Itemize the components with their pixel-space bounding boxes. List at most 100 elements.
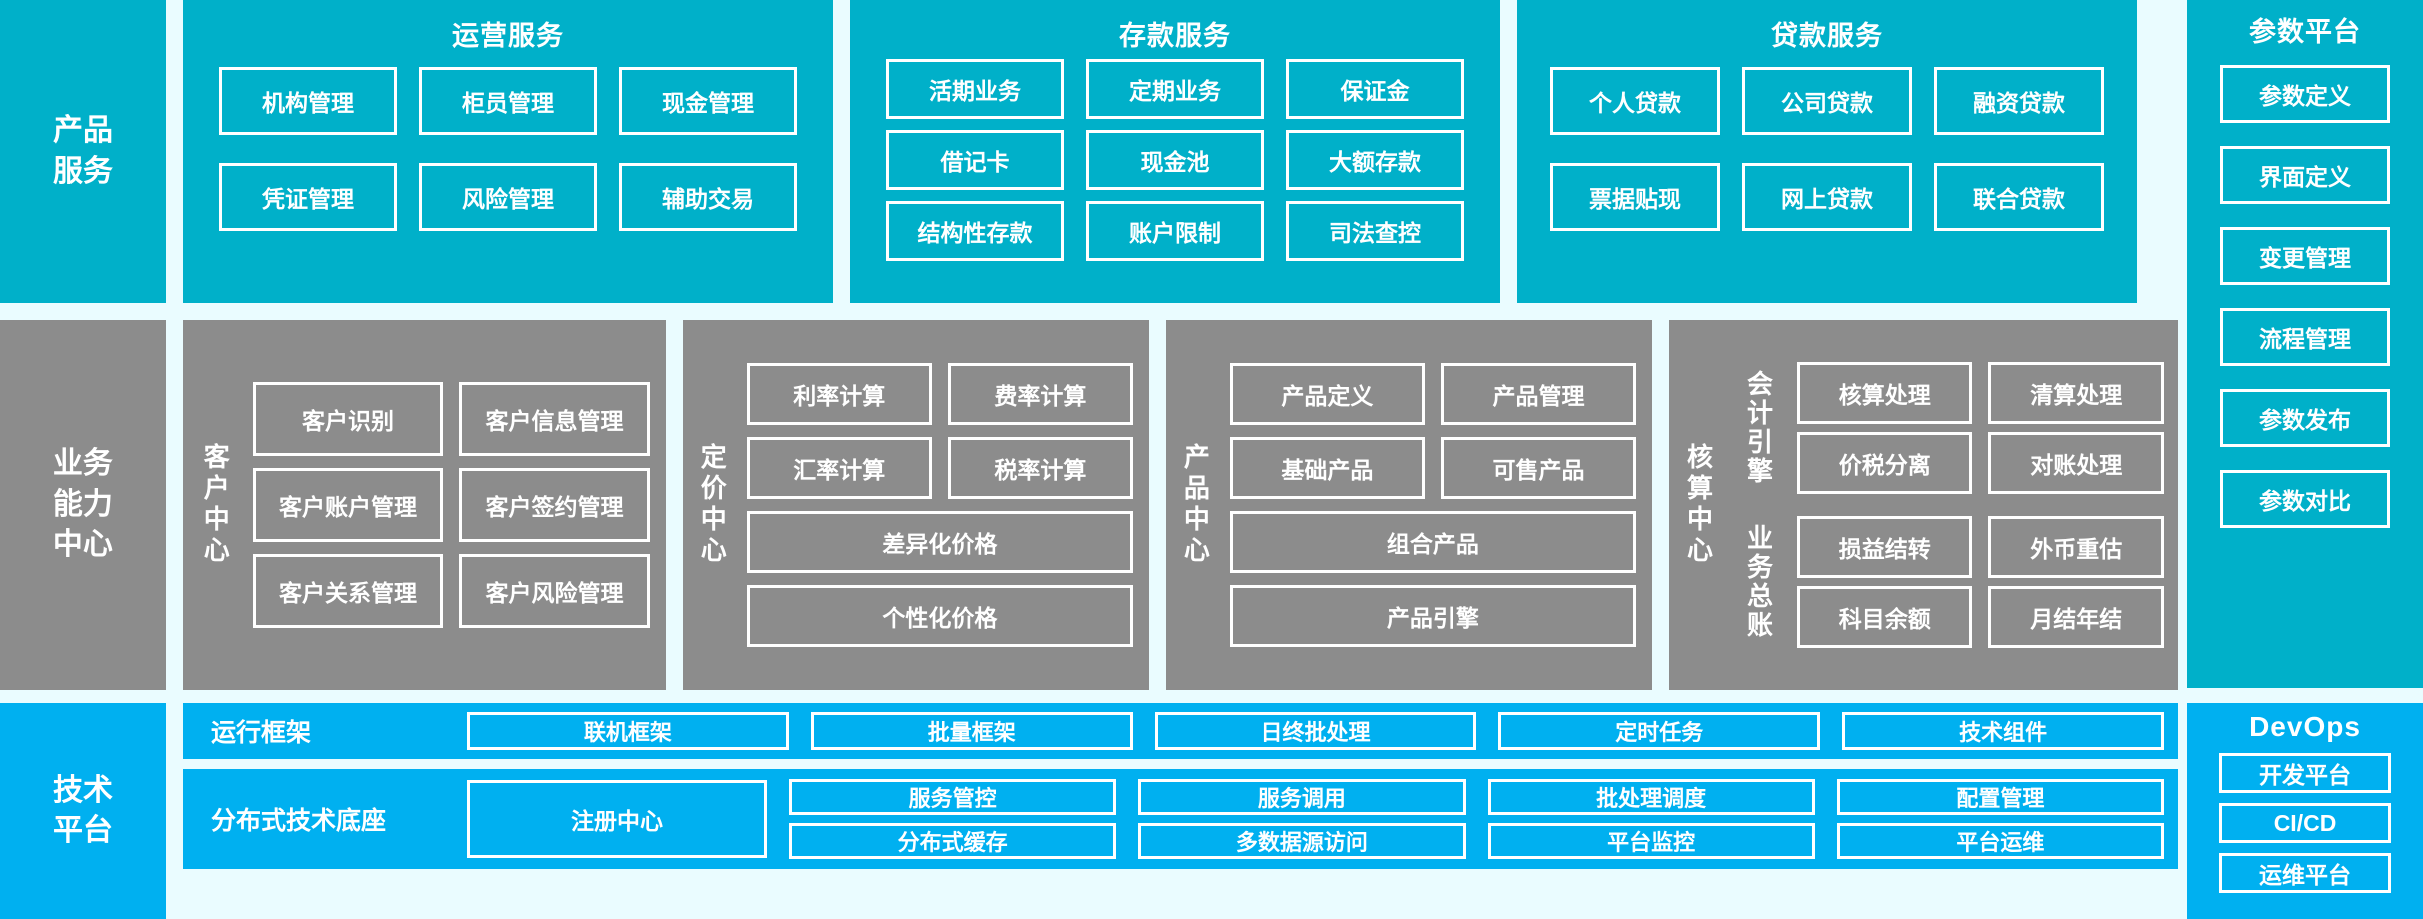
customer-item-kehu-xinxi-guanli[interactable]: 客户信息管理 [459,382,650,456]
band-label-runtime-framework: 运行框架 [211,719,312,747]
service-item-gongsi-daikuan[interactable]: 公司贷款 [1742,67,1912,135]
service-item-guiyuan-guanli[interactable]: 柜员管理 [419,67,597,135]
devops-item-yunwei-pingtai[interactable]: 运维平台 [2219,853,2391,893]
service-item-jigou-guanli[interactable]: 机构管理 [219,67,397,135]
layer-business-capability: 业务 能力 中心 客户中心 客户识别 客户信息管理 客户账户管理 客户签约管理 … [0,320,2178,690]
tech-item-jishu-zujian[interactable]: 技术组件 [1842,712,2164,750]
deposit-services-grid: 活期业务 定期业务 保证金 借记卡 现金池 大额存款 结构性存款 账户限制 司法… [850,53,1500,261]
panel-product-center: 产品中心 产品定义 产品管理 基础产品 可售产品 组合产品 产品引擎 [1165,320,1652,690]
service-item-jiegouxing-cunkuan[interactable]: 结构性存款 [886,201,1064,261]
panel-title-loan-services: 贷款服务 [1771,21,1883,51]
accounting-item-jiashui-fenli[interactable]: 价税分离 [1796,432,1973,494]
service-item-pingzheng-guanli[interactable]: 凭证管理 [219,163,397,231]
center-label-product: 产品中心 [1180,443,1211,567]
product-item-jichu-chanpin[interactable]: 基础产品 [1229,437,1425,499]
pricing-item-shuilv-jisuan[interactable]: 税率计算 [947,437,1133,499]
service-item-huoqi-yewu[interactable]: 活期业务 [886,59,1064,119]
tech-item-peizhi-guanli[interactable]: 配置管理 [1836,779,2164,815]
tech-item-rizhong-pichuli[interactable]: 日终批处理 [1154,712,1477,750]
layer-label-business-capability: 业务 能力 中心 [0,320,166,690]
service-item-rongzi-daikuan[interactable]: 融资贷款 [1934,67,2104,135]
param-item-biangeng-guanli[interactable]: 变更管理 [2220,227,2390,285]
product-center-grid: 产品定义 产品管理 基础产品 可售产品 组合产品 产品引擎 [1226,320,1652,690]
param-item-liucheng-guanli[interactable]: 流程管理 [2220,308,2390,366]
tech-item-pingtai-jiankong[interactable]: 平台监控 [1487,823,1815,859]
tech-item-pichuli-diaodu[interactable]: 批处理调度 [1487,779,1815,815]
tech-item-piliang-kuangjia[interactable]: 批量框架 [810,712,1133,750]
customer-item-kehu-fengxian-guanli[interactable]: 客户风险管理 [459,554,650,628]
center-label-accounting: 核算中心 [1683,443,1714,567]
panel-customer-center: 客户中心 客户识别 客户信息管理 客户账户管理 客户签约管理 客户关系管理 客户… [182,320,666,690]
panel-devops: DevOps 开发平台 CI/CD 运维平台 [2187,703,2423,919]
panel-title-deposit-services: 存款服务 [1119,21,1231,51]
service-item-jieji-ka[interactable]: 借记卡 [886,130,1064,190]
param-item-canshu-duibi[interactable]: 参数对比 [2220,470,2390,528]
tech-item-pingtai-yunwei[interactable]: 平台运维 [1836,823,2164,859]
operation-services-grid: 机构管理 柜员管理 现金管理 凭证管理 风险管理 辅助交易 [183,53,833,231]
service-item-geren-daikuan[interactable]: 个人贷款 [1550,67,1720,135]
pricing-item-gexinghua-jiage[interactable]: 个性化价格 [746,585,1133,647]
accounting-item-duizhang-chuli[interactable]: 对账处理 [1988,432,2164,494]
service-item-zhanghu-xianzhi[interactable]: 账户限制 [1086,201,1264,261]
pricing-item-chayihua-jiage[interactable]: 差异化价格 [746,511,1133,573]
param-item-jiemian-dingyi[interactable]: 界面定义 [2220,146,2390,204]
panel-accounting-center: 核算中心 会计引擎 核算处理 清算处理 价税分离 对账处理 [1668,320,2178,690]
param-item-canshu-dingyi[interactable]: 参数定义 [2220,65,2390,123]
accounting-item-yuejie-nianjie[interactable]: 月结年结 [1988,586,2164,648]
service-item-piaoju-tiexian[interactable]: 票据贴现 [1550,163,1720,231]
product-item-chanpin-guanli[interactable]: 产品管理 [1440,363,1636,425]
accounting-item-kemu-yue[interactable]: 科目余额 [1796,586,1973,648]
service-item-fuzhu-jiaoyi[interactable]: 辅助交易 [619,163,797,231]
product-item-keshou-chanpin[interactable]: 可售产品 [1440,437,1636,499]
layer-label-technology-platform: 技术 平台 [0,703,166,919]
product-item-chanpin-dingyi[interactable]: 产品定义 [1229,363,1425,425]
tech-item-fuwu-guankong[interactable]: 服务管控 [789,779,1117,815]
service-item-xianjin-chi[interactable]: 现金池 [1086,130,1264,190]
panel-loan-services: 贷款服务 个人贷款 公司贷款 融资贷款 票据贴现 网上贷款 联合贷款 [1517,0,2137,303]
panel-pricing-center: 定价中心 利率计算 费率计算 汇率计算 税率计算 差异化价格 个性化价格 [682,320,1149,690]
center-label-pricing: 定价中心 [697,443,728,567]
layer-label-product-services: 产品 服务 [0,0,166,303]
panel-title-devops: DevOps [2249,711,2361,742]
service-item-sifa-chakong[interactable]: 司法查控 [1286,201,1464,261]
accounting-item-sunyi-jiezhuan[interactable]: 损益结转 [1796,516,1973,578]
pricing-item-lilv-jisuan[interactable]: 利率计算 [746,363,932,425]
service-item-dae-cunkuan[interactable]: 大额存款 [1286,130,1464,190]
accounting-group-general-ledger: 业务总账 损益结转 外币重估 科目余额 月结年结 [1729,516,2164,648]
accounting-item-waibi-chonggu[interactable]: 外币重估 [1988,516,2164,578]
customer-item-kehu-guanxi-guanli[interactable]: 客户关系管理 [252,554,444,628]
band-label-distributed-base: 分布式技术底座 [211,807,387,835]
layer-technology-platform: 技术 平台 运行框架 联机框架 批量框架 日终批处理 定时任务 技术组件 分布式… [0,703,2178,919]
tech-item-zhuce-zhongxin[interactable]: 注册中心 [467,780,767,858]
product-item-chanpin-yinqing[interactable]: 产品引擎 [1229,585,1636,647]
customer-item-kehu-shibie[interactable]: 客户识别 [252,382,444,456]
tech-item-duoshujuyuan-fangwen[interactable]: 多数据源访问 [1138,823,1466,859]
service-item-dingqi-yewu[interactable]: 定期业务 [1086,59,1264,119]
loan-services-grid: 个人贷款 公司贷款 融资贷款 票据贴现 网上贷款 联合贷款 [1517,53,2137,231]
panel-operation-services: 运营服务 机构管理 柜员管理 现金管理 凭证管理 风险管理 辅助交易 [183,0,833,303]
customer-center-grid: 客户识别 客户信息管理 客户账户管理 客户签约管理 客户关系管理 客户风险管理 [249,320,666,690]
accounting-center-groups: 会计引擎 核算处理 清算处理 价税分离 对账处理 业务总账 [1729,320,2178,690]
service-item-wangshang-daikuan[interactable]: 网上贷款 [1742,163,1912,231]
devops-item-kaifa-pingtai[interactable]: 开发平台 [2219,753,2391,793]
tech-item-lianji-kuangjia[interactable]: 联机框架 [467,712,789,750]
service-item-xianjin-guanli[interactable]: 现金管理 [619,67,797,135]
service-item-lianhe-daikuan[interactable]: 联合贷款 [1934,163,2104,231]
product-item-zuhe-chanpin[interactable]: 组合产品 [1229,511,1636,573]
pricing-item-feilv-jisuan[interactable]: 费率计算 [947,363,1133,425]
devops-item-cicd[interactable]: CI/CD [2219,803,2391,843]
customer-item-kehu-qianyue-guanli[interactable]: 客户签约管理 [459,468,650,542]
param-item-canshu-fabu[interactable]: 参数发布 [2220,389,2390,447]
accounting-item-hesuan-chuli[interactable]: 核算处理 [1796,362,1973,424]
pricing-item-huilv-jisuan[interactable]: 汇率计算 [746,437,932,499]
service-item-fengxian-guanli[interactable]: 风险管理 [419,163,597,231]
layer-product-services: 产品 服务 运营服务 机构管理 柜员管理 现金管理 凭证管理 风险管理 辅助交易… [0,0,2423,303]
panel-deposit-services: 存款服务 活期业务 定期业务 保证金 借记卡 现金池 大额存款 结构性存款 账户… [850,0,1500,303]
tech-item-fuwu-diaoyong[interactable]: 服务调用 [1138,779,1466,815]
service-item-baozhengjin[interactable]: 保证金 [1286,59,1464,119]
customer-item-kehu-zhanghu-guanli[interactable]: 客户账户管理 [252,468,444,542]
tech-item-fenbushi-huancun[interactable]: 分布式缓存 [789,823,1117,859]
tech-item-dingshi-renwu[interactable]: 定时任务 [1498,712,1821,750]
technology-bands: 运行框架 联机框架 批量框架 日终批处理 定时任务 技术组件 分布式技术底座 注… [183,703,2178,919]
accounting-item-qingsuan-chuli[interactable]: 清算处理 [1988,362,2164,424]
